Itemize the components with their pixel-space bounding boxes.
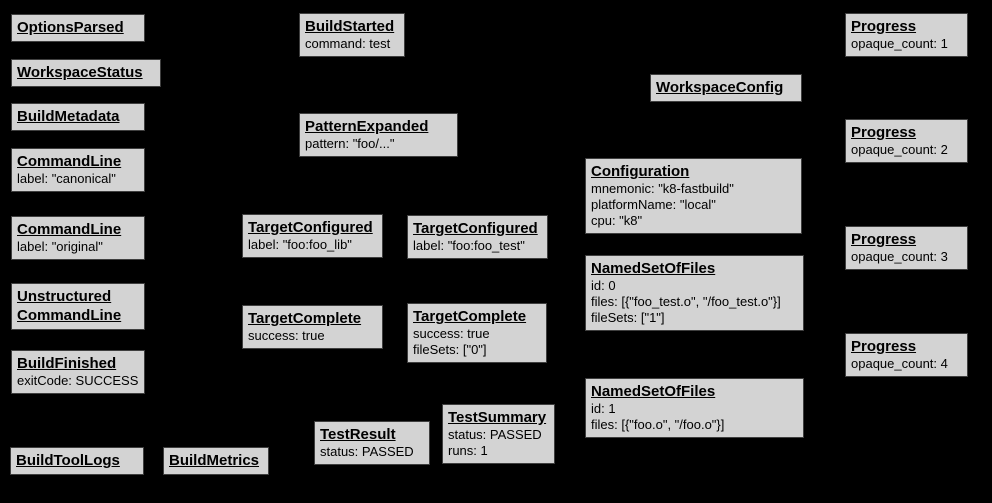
node-title: BuildFinished [17,355,117,372]
node-title: TargetConfigured [248,219,373,236]
node-title: WorkspaceStatus [17,64,143,81]
node-configuration: Configuration mnemonic: "k8-fastbuild" p… [585,158,802,234]
node-build-started: BuildStarted command: test [299,13,405,57]
node-title: Configuration [591,163,690,180]
node-attribute: fileSets: ["0"] [413,342,487,357]
node-title: Progress [851,231,917,248]
node-title: TargetComplete [413,308,527,325]
node-attribute: platformName: "local" [591,197,716,212]
node-title: BuildToolLogs [16,452,120,469]
node-named-set-of-files-0: NamedSetOfFiles id: 0 files: [{"foo_test… [585,255,804,331]
node-unstructured-command-line: Unstructured CommandLine [11,283,145,330]
node-title: TargetConfigured [413,220,538,237]
node-attribute: id: 1 [591,401,616,416]
node-title: BuildMetadata [17,108,120,125]
node-title: NamedSetOfFiles [591,383,716,400]
node-attribute: opaque_count: 3 [851,249,948,264]
node-workspace-config: WorkspaceConfig [650,74,802,102]
node-attribute: opaque_count: 4 [851,356,948,371]
node-target-configured-foo-lib: TargetConfigured label: "foo:foo_lib" [242,214,383,258]
node-progress-3: Progress opaque_count: 3 [845,226,968,270]
node-attribute: success: true [413,326,490,341]
node-title: CommandLine [17,221,122,238]
node-attribute: files: [{"foo_test.o", "/foo_test.o"}] [591,294,781,309]
node-build-metrics: BuildMetrics [163,447,269,475]
node-attribute: label: "original" [17,239,103,254]
node-named-set-of-files-1: NamedSetOfFiles id: 1 files: [{"foo.o", … [585,378,804,438]
node-title: TestSummary [448,409,547,426]
node-attribute: opaque_count: 1 [851,36,948,51]
node-attribute: label: "foo:foo_lib" [248,237,352,252]
node-build-metadata: BuildMetadata [11,103,145,131]
node-attribute: mnemonic: "k8-fastbuild" [591,181,734,196]
node-title: TargetComplete [248,310,362,327]
node-attribute: id: 0 [591,278,616,293]
node-title: TestResult [320,426,396,443]
node-attribute: pattern: "foo/..." [305,136,395,151]
node-command-line-canonical: CommandLine label: "canonical" [11,148,145,192]
node-command-line-original: CommandLine label: "original" [11,216,145,260]
node-attribute: status: PASSED [320,444,414,459]
node-target-complete-foo-lib: TargetComplete success: true [242,305,383,349]
node-options-parsed: OptionsParsed [11,14,145,42]
node-pattern-expanded: PatternExpanded pattern: "foo/..." [299,113,458,157]
node-title: Progress [851,338,917,355]
node-attribute: exitCode: SUCCESS [17,373,139,388]
node-title: OptionsParsed [17,19,124,36]
node-title: BuildStarted [305,18,395,35]
node-target-complete-foo-test: TargetComplete success: true fileSets: [… [407,303,547,363]
node-attribute: command: test [305,36,391,51]
node-title: BuildMetrics [169,452,260,469]
node-workspace-status: WorkspaceStatus [11,59,161,87]
node-progress-4: Progress opaque_count: 4 [845,333,968,377]
node-build-finished: BuildFinished exitCode: SUCCESS [11,350,145,394]
node-target-configured-foo-test: TargetConfigured label: "foo:foo_test" [407,215,548,259]
node-test-result: TestResult status: PASSED [314,421,430,465]
node-attribute: fileSets: ["1"] [591,310,665,325]
node-progress-1: Progress opaque_count: 1 [845,13,968,57]
node-title: Progress [851,124,917,141]
node-attribute: cpu: "k8" [591,213,643,228]
node-attribute: success: true [248,328,325,343]
node-attribute: files: [{"foo.o", "/foo.o"}] [591,417,725,432]
node-title: Unstructured CommandLine [17,288,122,324]
node-attribute: label: "canonical" [17,171,116,186]
node-title: PatternExpanded [305,118,429,135]
node-title: NamedSetOfFiles [591,260,716,277]
node-build-tool-logs: BuildToolLogs [10,447,144,475]
node-title: WorkspaceConfig [656,79,784,96]
node-title: Progress [851,18,917,35]
node-attribute: runs: 1 [448,443,488,458]
node-test-summary: TestSummary status: PASSED runs: 1 [442,404,555,464]
node-attribute: status: PASSED [448,427,542,442]
node-attribute: label: "foo:foo_test" [413,238,525,253]
node-attribute: opaque_count: 2 [851,142,948,157]
node-title: CommandLine [17,153,122,170]
node-progress-2: Progress opaque_count: 2 [845,119,968,163]
